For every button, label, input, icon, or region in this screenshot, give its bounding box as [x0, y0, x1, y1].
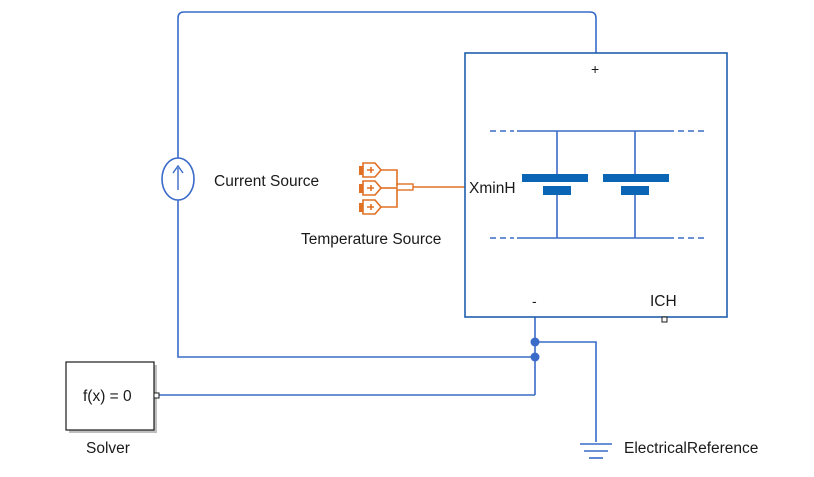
solver-block[interactable]: f(x) = 0	[65, 361, 157, 433]
electrical-reference-block[interactable]	[580, 443, 612, 459]
solver-expression: f(x) = 0	[83, 388, 132, 405]
battery-port-temperature: XminH	[469, 180, 516, 197]
wire-left-return[interactable]	[177, 200, 534, 358]
current-source-label: Current Source	[214, 173, 319, 190]
current-source-block[interactable]	[161, 157, 195, 201]
thermal-source-icon	[359, 162, 414, 215]
temperature-source-label: Temperature Source	[301, 231, 441, 248]
wire-ground[interactable]	[535, 341, 597, 442]
wire-top-loop[interactable]	[177, 11, 597, 158]
solver-port-marker[interactable]	[153, 392, 160, 399]
solver-label: Solver	[86, 440, 130, 457]
battery-cell-2	[603, 131, 669, 238]
battery-cell-1	[522, 131, 588, 238]
junction-dot-upper	[530, 337, 540, 347]
ich-port-marker[interactable]	[661, 316, 668, 323]
battery-block[interactable]: + - XminH ICH	[464, 52, 728, 318]
battery-port-positive: +	[591, 61, 599, 77]
temperature-source-block[interactable]	[359, 162, 414, 215]
electrical-reference-label: ElectricalReference	[624, 440, 758, 457]
battery-port-negative: -	[532, 293, 537, 309]
junction-dot-lower	[530, 352, 540, 362]
wires	[158, 11, 597, 442]
battery-port-ich: ICH	[650, 293, 677, 310]
